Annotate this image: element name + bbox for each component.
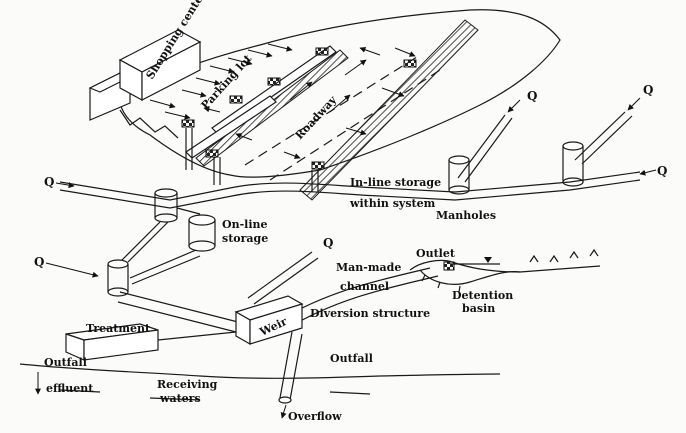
flow-arrow <box>45 262 99 278</box>
curb-left <box>195 49 349 167</box>
curb-right <box>299 19 479 201</box>
outfall-right-label: Outfall <box>330 352 373 365</box>
online-storage-label-2: storage <box>222 232 268 245</box>
outlet-label: Outlet <box>416 247 456 260</box>
flow-arrow <box>507 99 521 113</box>
online-storage-tank <box>188 214 216 252</box>
channel-label-2: channel <box>340 280 389 293</box>
flow-arrow <box>627 97 641 111</box>
ground-edge <box>119 109 179 139</box>
effluent-label: effluent <box>46 382 94 395</box>
median-strip-2 <box>185 95 277 159</box>
overflow-pipe <box>279 331 303 401</box>
treatment-pipe <box>157 331 237 341</box>
overflow-label: Overflow <box>288 410 342 423</box>
catchment-surface <box>119 9 561 178</box>
overflow-outlet <box>278 396 292 404</box>
treatment-plant <box>65 323 159 361</box>
inlet-grate <box>229 95 243 104</box>
water-level-icon <box>484 257 492 263</box>
outfall-left-label: Outfall <box>44 356 87 369</box>
basin-outlet-structure <box>443 261 455 271</box>
flow-arrow <box>55 182 75 189</box>
water-ripples <box>59 389 371 401</box>
connecting-pipe <box>129 249 201 285</box>
inlet-grate <box>181 119 195 128</box>
inline-storage-label: In-line storage <box>350 176 441 189</box>
drop-pipes <box>185 128 319 192</box>
channel-label: Man-made <box>336 261 401 274</box>
lateral-pipe <box>457 114 513 183</box>
flow-q-label: Q <box>34 255 44 269</box>
trunk-sewer <box>59 171 641 201</box>
flow-q-label: Q <box>323 236 333 250</box>
diversion-structure: Weir <box>234 295 304 346</box>
flow-q-label: Q <box>527 89 537 103</box>
receiving-waters-shore <box>19 363 501 379</box>
connecting-pipe <box>119 221 169 263</box>
lateral-pipe <box>247 251 319 305</box>
surface-flow-arrows <box>149 43 416 159</box>
inline-storage-label-2: within system <box>349 197 436 210</box>
flow-q-label: Q <box>657 164 667 178</box>
lower-manhole <box>107 259 129 297</box>
man-made-channel-bank <box>287 275 439 329</box>
inlet-grate <box>315 47 329 56</box>
treatment-label: Treatment <box>86 322 151 335</box>
manhole <box>562 141 584 187</box>
manhole <box>448 155 470 195</box>
receiving-waters-label-2: waters <box>159 392 201 405</box>
receiving-waters-label: Receiving <box>157 378 218 391</box>
online-storage-label: On-line <box>222 218 268 231</box>
detention-basin-label-2: basin <box>462 302 495 315</box>
inlet-grate <box>311 161 325 170</box>
roadway-lane <box>269 69 441 181</box>
main-outfall-pipe <box>117 291 239 333</box>
flow-q-label: Q <box>643 83 653 97</box>
diversion-structure-label: Diversion structure <box>310 307 430 320</box>
trunk-sewer-lower <box>59 179 641 209</box>
shopping-center: Shopping center <box>88 0 209 121</box>
detention-basin-label: Detention <box>452 289 513 302</box>
inlet-grate <box>403 59 417 68</box>
junction-manhole <box>154 188 178 223</box>
flow-arrow <box>639 169 657 176</box>
roadway-label: Roadway <box>293 93 340 142</box>
detention-basin <box>409 248 601 293</box>
flow-q-label: Q <box>44 175 54 189</box>
overflow-arrow <box>280 404 287 419</box>
inlet-grate <box>267 77 281 86</box>
inlet-grate <box>205 149 219 158</box>
storage-connector <box>176 207 201 215</box>
manholes-label: Manholes <box>436 209 496 222</box>
